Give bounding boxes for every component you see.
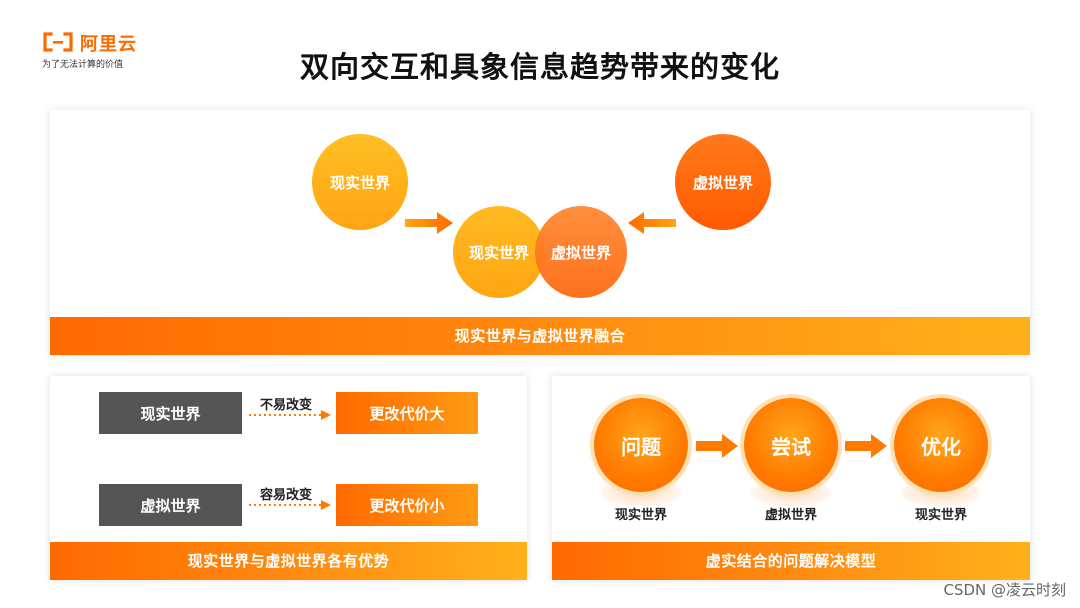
watermark: CSDN @凌云时刻 [943, 581, 1066, 599]
step-optimize: 优化 [894, 398, 988, 492]
step-attempt-caption: 虚拟世界 [764, 508, 817, 523]
dotted-arrow-icon [249, 500, 331, 510]
arrow-left-icon [628, 212, 676, 234]
step-problem-caption: 现实世界 [614, 508, 667, 523]
merged-virtual-world-circle: 虚拟世界 [535, 206, 627, 298]
step-problem: 问题 [594, 398, 688, 492]
step-attempt: 尝试 [744, 398, 838, 492]
easy-to-change-label: 容易改变 [260, 488, 313, 503]
model-bar: 虚实结合的问题解决模型 [552, 542, 1030, 580]
fusion-bar: 现实世界与虚拟世界融合 [50, 317, 1030, 355]
arrow-right-icon [845, 434, 887, 458]
low-cost-box: 更改代价小 [336, 484, 478, 526]
page-title: 双向交互和具象信息趋势带来的变化 [299, 50, 780, 84]
real-world-circle: 现实世界 [312, 134, 408, 230]
virtual-world-circle: 虚拟世界 [675, 134, 771, 230]
brand-logo: 阿里云 为了无法计算的价值 [42, 30, 152, 70]
aliyun-logo-icon [43, 32, 73, 52]
real-world-box: 现实世界 [99, 392, 242, 434]
fusion-panel: 现实世界 虚拟世界 现实世界 虚拟世界 现实世界与虚拟世界融合 [50, 110, 1030, 355]
virtual-world-box: 虚拟世界 [99, 484, 242, 526]
step-optimize-caption: 现实世界 [914, 508, 967, 523]
advantages-bar: 现实世界与虚拟世界各有优势 [50, 542, 527, 580]
high-cost-box: 更改代价大 [336, 392, 478, 434]
hard-to-change-label: 不易改变 [260, 398, 313, 413]
arrow-right-icon [696, 434, 738, 458]
merged-real-world-circle: 现实世界 [453, 206, 545, 298]
brand-slogan: 为了无法计算的价值 [42, 60, 124, 70]
problem-solving-model-panel: 问题 现实世界 尝试 虚拟世界 优化 现实世界 虚实结合的问题解决模型 [552, 376, 1030, 580]
brand-name: 阿里云 [80, 34, 137, 55]
advantages-panel: 现实世界 不易改变 更改代价大 虚拟世界 容易改变 更改代价小 现实世界与虚拟世… [50, 376, 527, 580]
dotted-arrow-icon [249, 410, 331, 420]
arrow-right-icon [405, 212, 453, 234]
